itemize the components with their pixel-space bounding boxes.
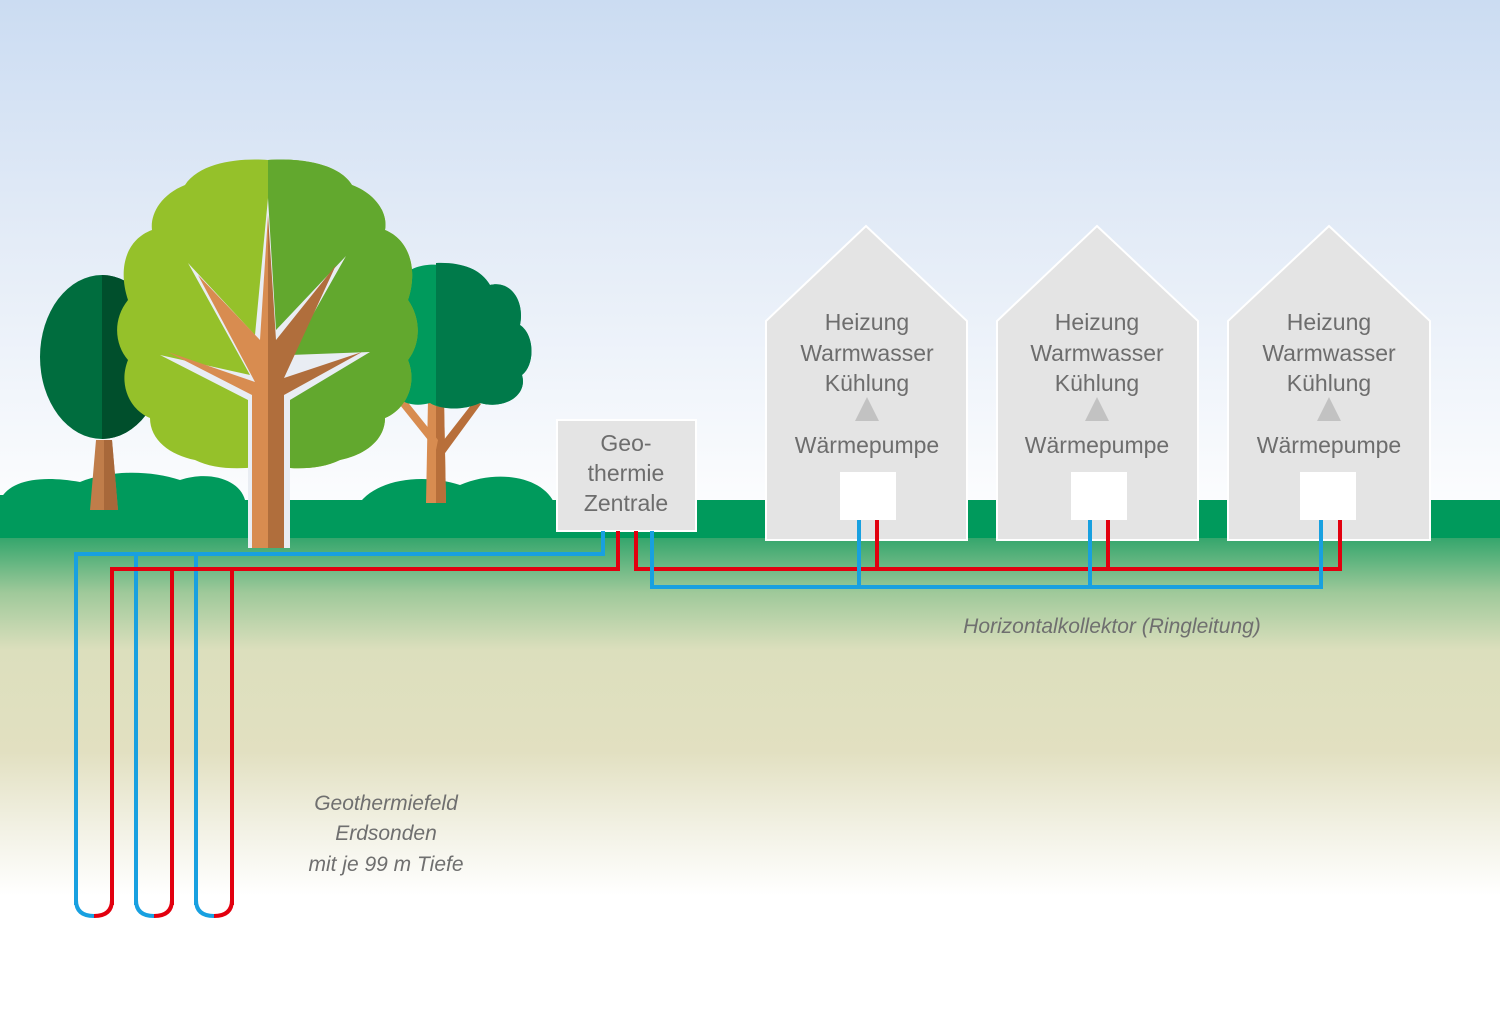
house-1: Heizung Warmwasser Kühlung Wärmepumpe xyxy=(765,224,968,541)
field-label-line: Erdsonden xyxy=(335,822,437,845)
tree-icon xyxy=(378,262,532,503)
geothermal-central: Geo- thermie Zentrale xyxy=(556,419,697,532)
house-service-cooling: Kühlung xyxy=(825,370,909,396)
house-icon xyxy=(765,224,968,541)
probe-bottom xyxy=(213,899,234,918)
heat-pump-unit xyxy=(840,472,896,520)
house-service-hot-water: Warmwasser xyxy=(1262,340,1396,366)
pipe-cold-field-header xyxy=(74,531,605,905)
house-service-heating: Heizung xyxy=(825,309,909,335)
house-3: Heizung Warmwasser Kühlung Wärmepumpe xyxy=(1227,224,1431,541)
heat-pump-unit xyxy=(1071,472,1127,520)
probe-bottom xyxy=(74,899,95,918)
triangle-up-icon xyxy=(1085,397,1109,421)
field-label: Geothermiefeld Erdsonden mit je 99 m Tie… xyxy=(308,792,463,876)
house-service-cooling: Kühlung xyxy=(1287,370,1371,396)
ground xyxy=(0,535,1500,1016)
probe-bottom xyxy=(134,899,155,918)
house-2: Heizung Warmwasser Kühlung Wärmepumpe xyxy=(996,224,1199,541)
field-label-line: Geothermiefeld xyxy=(314,792,459,815)
pipe-hot-field-header xyxy=(110,531,620,905)
house-icon xyxy=(996,224,1199,541)
house-icon xyxy=(1227,224,1431,541)
triangle-up-icon xyxy=(1317,397,1341,421)
tree-icon xyxy=(117,159,418,548)
house-service-hot-water: Warmwasser xyxy=(800,340,934,366)
probe-bottom xyxy=(93,899,114,918)
triangle-up-icon xyxy=(855,397,879,421)
central-label-line: thermie xyxy=(588,460,665,486)
probe-bottom xyxy=(194,899,215,918)
collector-label: Horizontalkollektor (Ringleitung) xyxy=(963,615,1261,638)
central-label-line: Geo- xyxy=(600,430,651,456)
heat-pump-label: Wärmepumpe xyxy=(1025,432,1169,458)
heat-pump-label: Wärmepumpe xyxy=(795,432,939,458)
heat-pump-label: Wärmepumpe xyxy=(1257,432,1401,458)
pipes xyxy=(74,520,1342,918)
field-label-line: mit je 99 m Tiefe xyxy=(308,853,463,876)
heat-pump-unit xyxy=(1300,472,1356,520)
central-label-line: Zentrale xyxy=(584,490,668,516)
probe-bottom xyxy=(153,899,174,918)
house-service-hot-water: Warmwasser xyxy=(1030,340,1164,366)
pipe-cold-ring xyxy=(650,520,1323,589)
house-service-heating: Heizung xyxy=(1287,309,1371,335)
house-service-heating: Heizung xyxy=(1055,309,1139,335)
house-service-cooling: Kühlung xyxy=(1055,370,1139,396)
pipe-hot-ring xyxy=(634,520,1342,571)
